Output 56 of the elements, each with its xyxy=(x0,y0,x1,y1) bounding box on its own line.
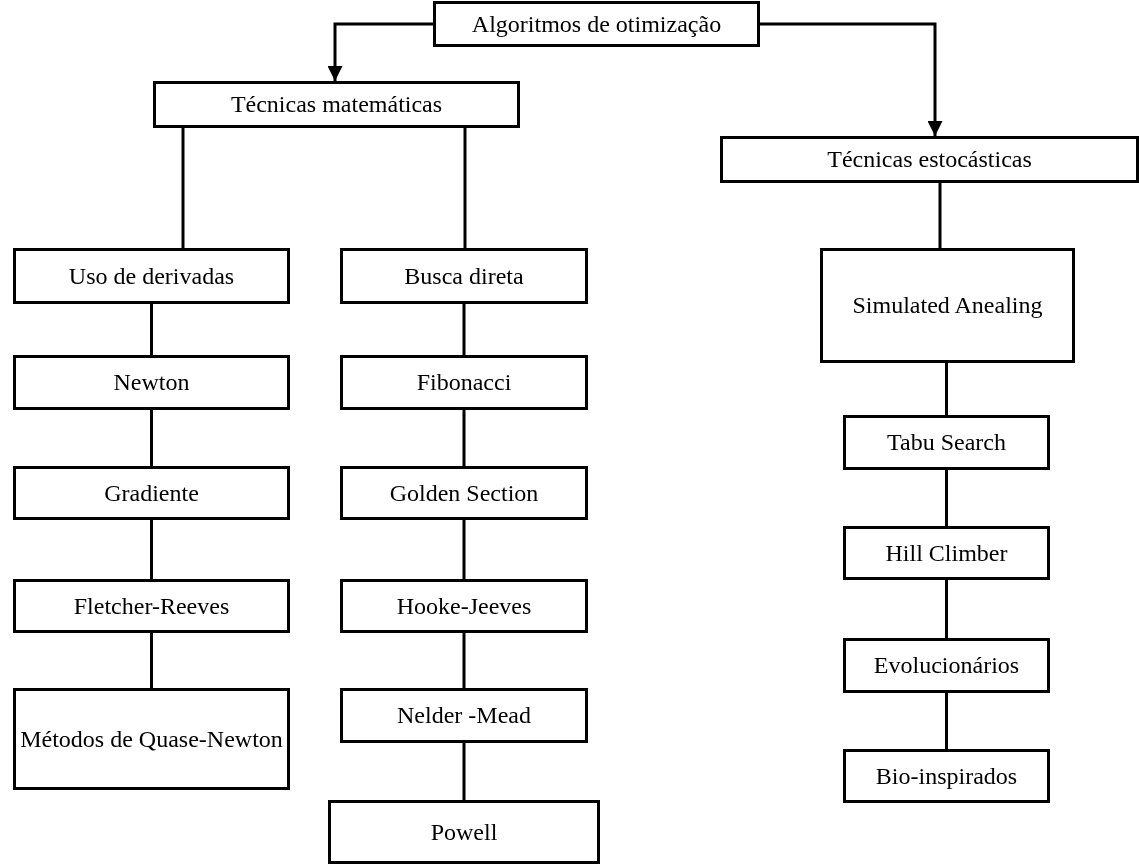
connector-line xyxy=(462,743,466,800)
box-label: Uso de derivadas xyxy=(68,261,235,291)
box-label: Hill Climber xyxy=(885,538,1008,568)
process-box xyxy=(433,1,760,47)
box-label: Técnicas matemáticas xyxy=(230,90,443,119)
box-label: Busca direta xyxy=(404,261,524,291)
box-label: Tabu Search xyxy=(887,428,1006,457)
connector-line xyxy=(463,128,467,248)
connector-line xyxy=(462,410,466,466)
connector-line xyxy=(945,363,948,415)
connector-line xyxy=(150,633,153,688)
box-label: Hooke-Jeeves xyxy=(396,591,532,621)
process-box xyxy=(340,688,588,743)
arrow xyxy=(327,22,433,81)
process-box xyxy=(153,81,520,128)
box-label: Algoritmos de otimização xyxy=(471,9,722,39)
process-box xyxy=(13,355,290,410)
process-box xyxy=(843,526,1050,580)
box-label: Newton xyxy=(113,368,190,397)
process-box xyxy=(843,749,1050,803)
box-label: Golden Section xyxy=(389,478,539,508)
process-box xyxy=(843,415,1050,470)
box-label: Bio-inspirados xyxy=(875,761,1018,791)
box-label: Nelder -Mead xyxy=(397,701,531,730)
process-box xyxy=(820,248,1075,363)
connector-line xyxy=(181,128,185,248)
process-box xyxy=(340,355,588,410)
box-label: Fibonacci xyxy=(416,368,512,397)
box-label: Gradiente xyxy=(104,478,199,508)
box-label: Simulated Anealing xyxy=(852,291,1043,320)
connector-line xyxy=(462,633,466,688)
process-box xyxy=(13,579,290,633)
box-label: Fletcher-Reeves xyxy=(73,591,230,621)
connector-line xyxy=(150,520,153,579)
process-box xyxy=(720,136,1139,183)
connector-line xyxy=(945,693,948,749)
box-label: Evolucionários xyxy=(873,651,1020,680)
connector-line xyxy=(462,304,466,355)
process-box xyxy=(13,688,290,790)
process-box xyxy=(328,800,600,864)
process-box xyxy=(340,248,588,304)
connector-line xyxy=(945,580,948,638)
box-label: Técnicas estocásticas xyxy=(827,145,1032,174)
box-label: Powell xyxy=(430,817,498,847)
connector-line xyxy=(150,304,153,355)
process-box xyxy=(13,466,290,520)
box-label: Métodos de Quase-Newton xyxy=(20,724,283,754)
connector-line xyxy=(938,183,942,248)
connector-line xyxy=(462,520,466,579)
connector-line xyxy=(945,470,948,526)
process-box xyxy=(13,248,290,304)
arrow xyxy=(760,22,943,136)
connector-line xyxy=(150,410,153,466)
process-box xyxy=(843,638,1050,693)
process-box xyxy=(340,466,588,520)
process-box xyxy=(340,579,588,633)
